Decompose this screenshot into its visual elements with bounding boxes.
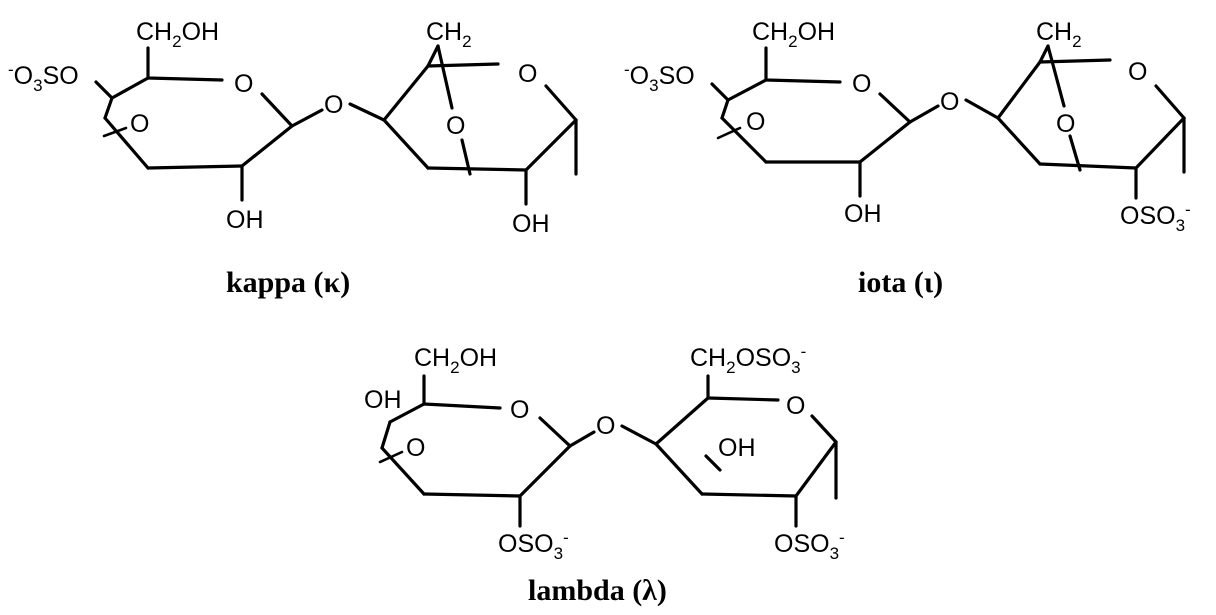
lambda-oso3-1-label: OSO3-	[498, 528, 569, 563]
lambda-caption: lambda (λ)	[528, 574, 667, 607]
kappa-bonds	[94, 44, 578, 206]
kappa-ring-o1-label: O	[234, 70, 253, 98]
iota-sulfate-label: -O3SO	[624, 60, 695, 95]
kappa-structure: CH2OH -O3SO O O OH O CH2 O O OH kappa (κ…	[8, 18, 578, 299]
lambda-ch2oh-label: CH2OH	[414, 344, 497, 377]
lambda-oso3-2-label: OSO3-	[774, 528, 845, 563]
lambda-oh-mid-label: OH	[718, 434, 756, 462]
iota-bridge-o2-label: O	[1056, 110, 1075, 138]
iota-link-o-label: O	[940, 88, 959, 116]
iota-bridge-o1-label: O	[746, 108, 765, 136]
kappa-link-o-label: O	[324, 91, 343, 119]
iota-caption: iota (ι)	[858, 266, 943, 299]
lambda-bonds	[378, 374, 838, 528]
iota-ring-o2-label: O	[1128, 58, 1147, 86]
iota-oh1-label: OH	[844, 200, 882, 228]
lambda-ring-o2-label: O	[786, 392, 805, 420]
iota-ch2-label: CH2	[1036, 18, 1082, 51]
kappa-ch2-label: CH2	[426, 18, 472, 51]
lambda-oh-left-label: OH	[364, 386, 402, 414]
kappa-oh2-label: OH	[512, 210, 550, 238]
iota-ring-o1-label: O	[852, 70, 871, 98]
lambda-bridge-o1-label: O	[406, 434, 425, 462]
kappa-ring-o2-label: O	[518, 60, 537, 88]
lambda-link-o-label: O	[596, 412, 615, 440]
kappa-caption: kappa (κ)	[226, 266, 350, 299]
kappa-oh1-label: OH	[226, 206, 264, 234]
lambda-ring-o1-label: O	[510, 396, 529, 424]
kappa-bridge-o1-label: O	[130, 110, 149, 138]
iota-ch2oh-label: CH2OH	[752, 18, 835, 51]
iota-bonds	[710, 44, 1186, 200]
iota-structure: CH2OH -O3SO O O OH O CH2 O O OSO3- iota …	[624, 18, 1191, 299]
kappa-sulfate-label: -O3SO	[8, 60, 79, 95]
lambda-structure: CH2OH OH O O OSO3- O CH2OSO3- O OH OSO3-…	[364, 342, 845, 607]
lambda-ch2oso3-label: CH2OSO3-	[690, 342, 806, 377]
iota-oso3-label: OSO3-	[1120, 200, 1191, 235]
kappa-ch2oh-label: CH2OH	[136, 18, 219, 51]
kappa-bridge-o2-label: O	[446, 112, 465, 140]
